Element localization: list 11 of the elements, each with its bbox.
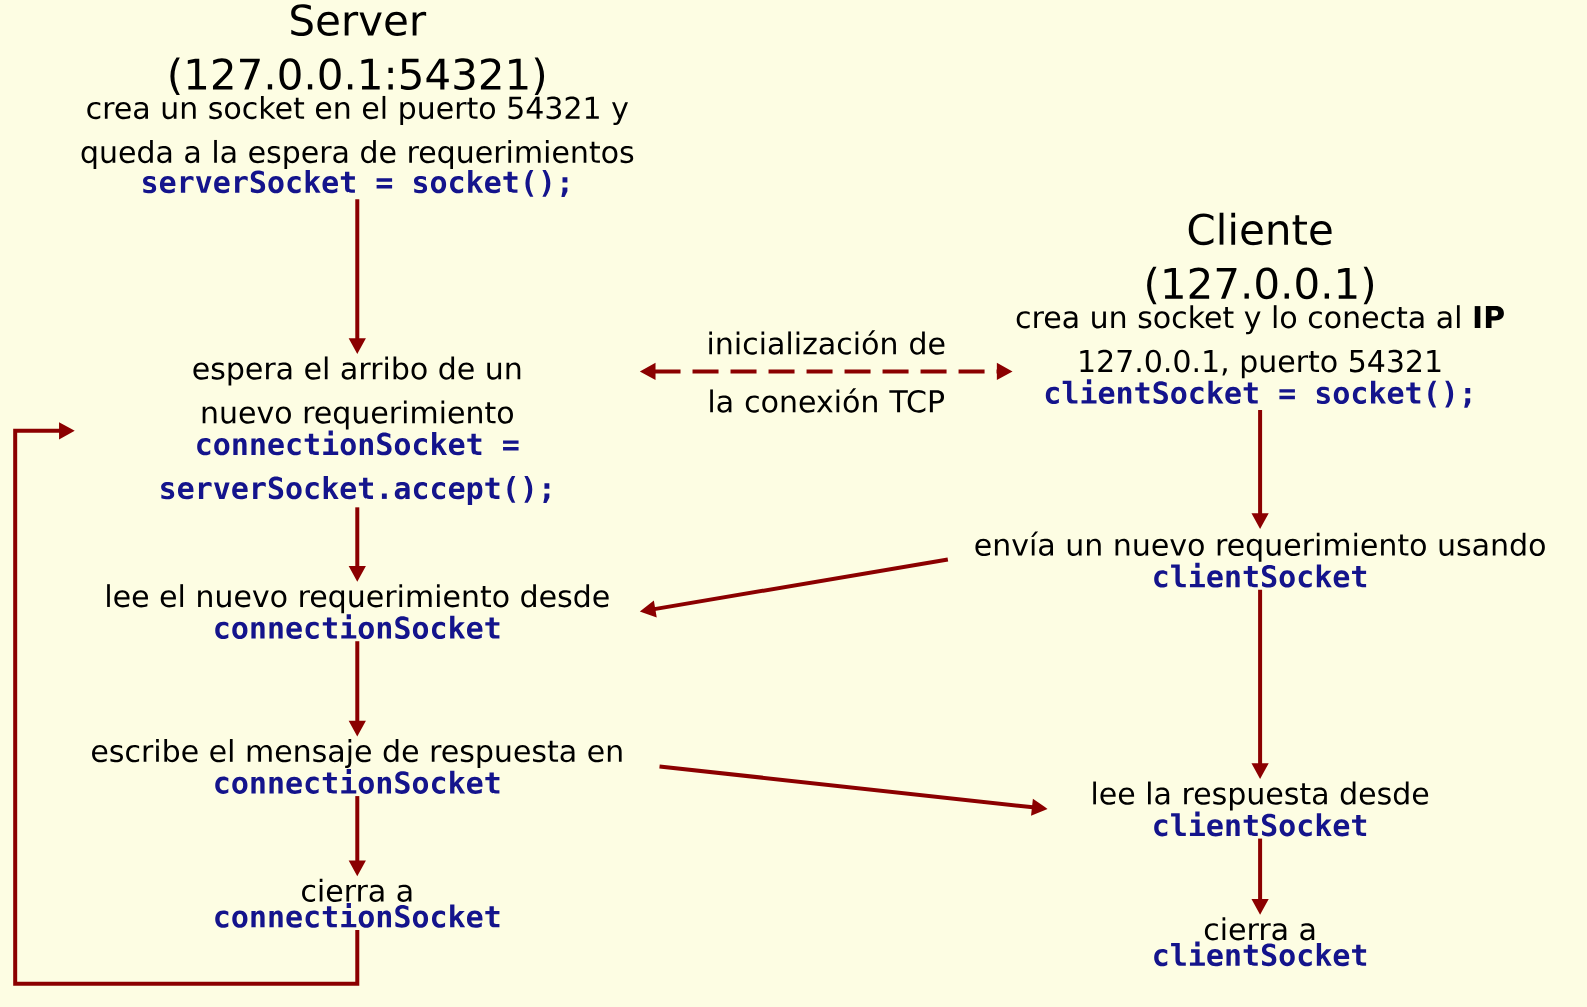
step-text: cierra a connectionSocket [215,878,500,928]
step-text: lee el nuevo requerimiento desde connectionSocket [107,584,609,639]
step-text: Cliente (127.0.0.1) crea un socket y lo conecta al IP 127.0.0.1, puerto 54321 clientSocket = socket(); [1016,212,1504,408]
step-text: envía un nuevo requerimiento usando clientSocket [975,531,1545,588]
step-text: Server (127.0.0.1:54321) crea un socket en el puerto 54321 y queda a la espera de requerimientos serverSocket = socket(); [81,4,634,197]
step-text: espera el arribo de un nuevo requerimiento connectionSocket = serverSocket.accept(); [161,356,550,506]
edge-label: inicialización de la conexión TCP [709,330,945,413]
step-text: lee la respuesta desde clientSocket [1093,781,1429,837]
step-text: cierra a clientSocket [1154,917,1367,967]
step-text: escribe el mensaje de respuesta en connectionSocket [92,739,622,794]
loop-arrow [13,422,360,986]
